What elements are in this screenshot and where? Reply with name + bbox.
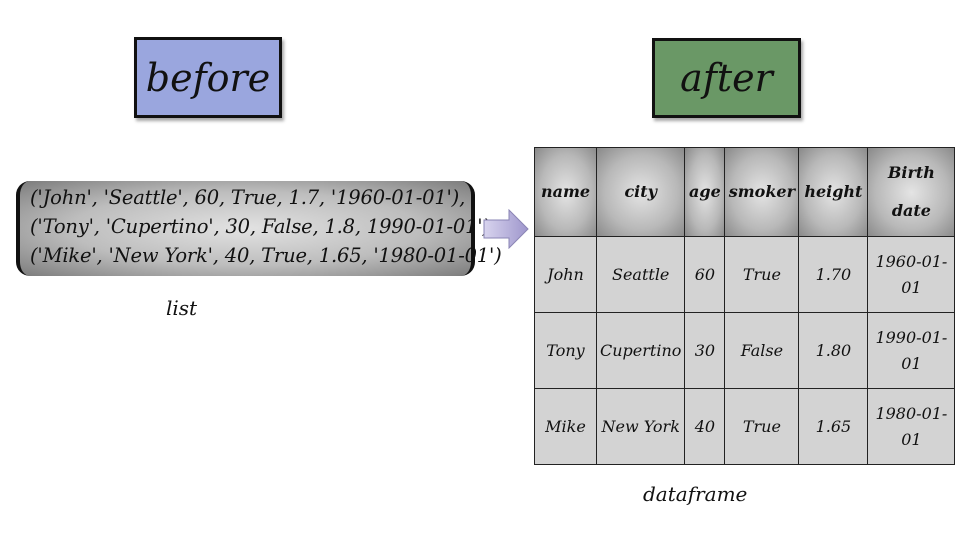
table-header-row: name city age smoker height Birth date (534, 147, 956, 237)
table-cell: Cupertino (595, 312, 686, 389)
list-line: ('John', 'Seattle', 60, True, 1.7, '1960… (30, 186, 466, 209)
dataframe-caption: dataframe (643, 482, 748, 506)
table-cell: 1.70 (798, 236, 869, 313)
column-header-name: name (534, 147, 597, 237)
table-cell: False (724, 312, 800, 389)
table-cell: True (724, 236, 800, 313)
column-header-birth-date: Birth date (867, 147, 956, 237)
list-line: ('Tony', 'Cupertino', 30, False, 1.8, 19… (30, 215, 496, 238)
table-cell: 1990-01-01 (867, 312, 956, 389)
table-cell: 1980-01-01 (867, 388, 956, 465)
table-cell: New York (595, 388, 686, 465)
list-caption: list (166, 296, 198, 320)
table-row: Mike New York 40 True 1.65 1980-01-01 (534, 388, 956, 465)
table-cell: 30 (684, 312, 726, 389)
table-cell: 1960-01-01 (867, 236, 956, 313)
table-cell: Mike (534, 388, 597, 465)
list-line: ('Mike', 'New York', 40, True, 1.65, '19… (30, 244, 502, 267)
table-row: John Seattle 60 True 1.70 1960-01-01 (534, 236, 956, 313)
right-arrow-icon (483, 209, 529, 249)
table-cell: 1.80 (798, 312, 869, 389)
table-cell: 40 (684, 388, 726, 465)
column-header-smoker: smoker (724, 147, 800, 237)
column-header-height: height (798, 147, 869, 237)
table-cell: John (534, 236, 597, 313)
column-header-city: city (595, 147, 686, 237)
column-header-age: age (684, 147, 726, 237)
table-cell: 60 (684, 236, 726, 313)
list-literal-box: ('John', 'Seattle', 60, True, 1.7, '1960… (16, 181, 502, 276)
after-label: after (652, 38, 801, 118)
table-cell: Seattle (595, 236, 686, 313)
list-literal: ('John', 'Seattle', 60, True, 1.7, '1960… (30, 183, 502, 270)
table-row: Tony Cupertino 30 False 1.80 1990-01-01 (534, 312, 956, 389)
before-label: before (134, 37, 282, 118)
dataframe-table: name city age smoker height Birth date J… (534, 147, 956, 465)
table-cell: True (724, 388, 800, 465)
table-cell: 1.65 (798, 388, 869, 465)
table-cell: Tony (534, 312, 597, 389)
